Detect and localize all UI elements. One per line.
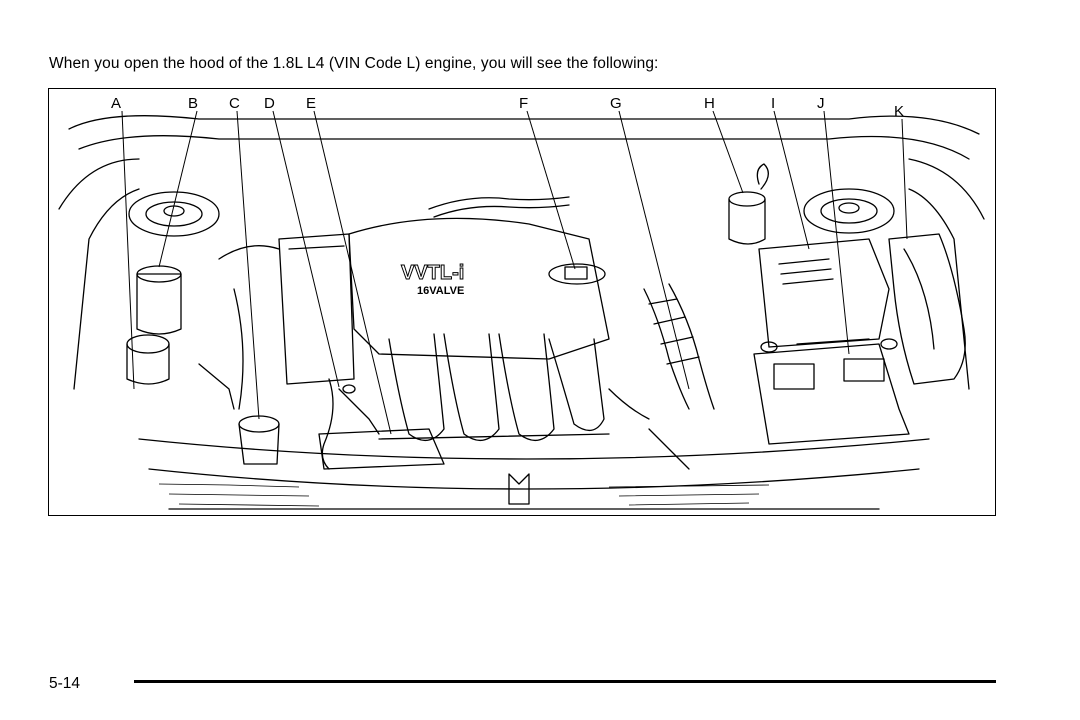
engine-compartment-figure: VVTL-i 16VALVE A B C D E F G H I J [48, 88, 996, 516]
intro-text: When you open the hood of the 1.8L L4 (V… [49, 55, 659, 72]
engine-illustration: VVTL-i 16VALVE A B C D E F G H I J [58, 95, 985, 510]
callout-j: J [817, 95, 825, 112]
callout-a: A [111, 95, 121, 112]
callout-k: K [894, 103, 904, 120]
engine-cover-logo: VVTL-i [401, 262, 464, 284]
callout-d: D [264, 95, 275, 112]
page-number: 5-14 [49, 675, 81, 692]
engine-cover-sublabel: 16VALVE [417, 285, 464, 297]
footer-rule [134, 680, 996, 683]
callout-e: E [306, 95, 316, 112]
callout-c: C [229, 95, 240, 112]
callout-f: F [519, 95, 528, 112]
callout-h: H [704, 95, 715, 112]
callout-b: B [188, 95, 198, 112]
callout-i: I [771, 95, 775, 112]
callout-g: G [610, 95, 622, 112]
